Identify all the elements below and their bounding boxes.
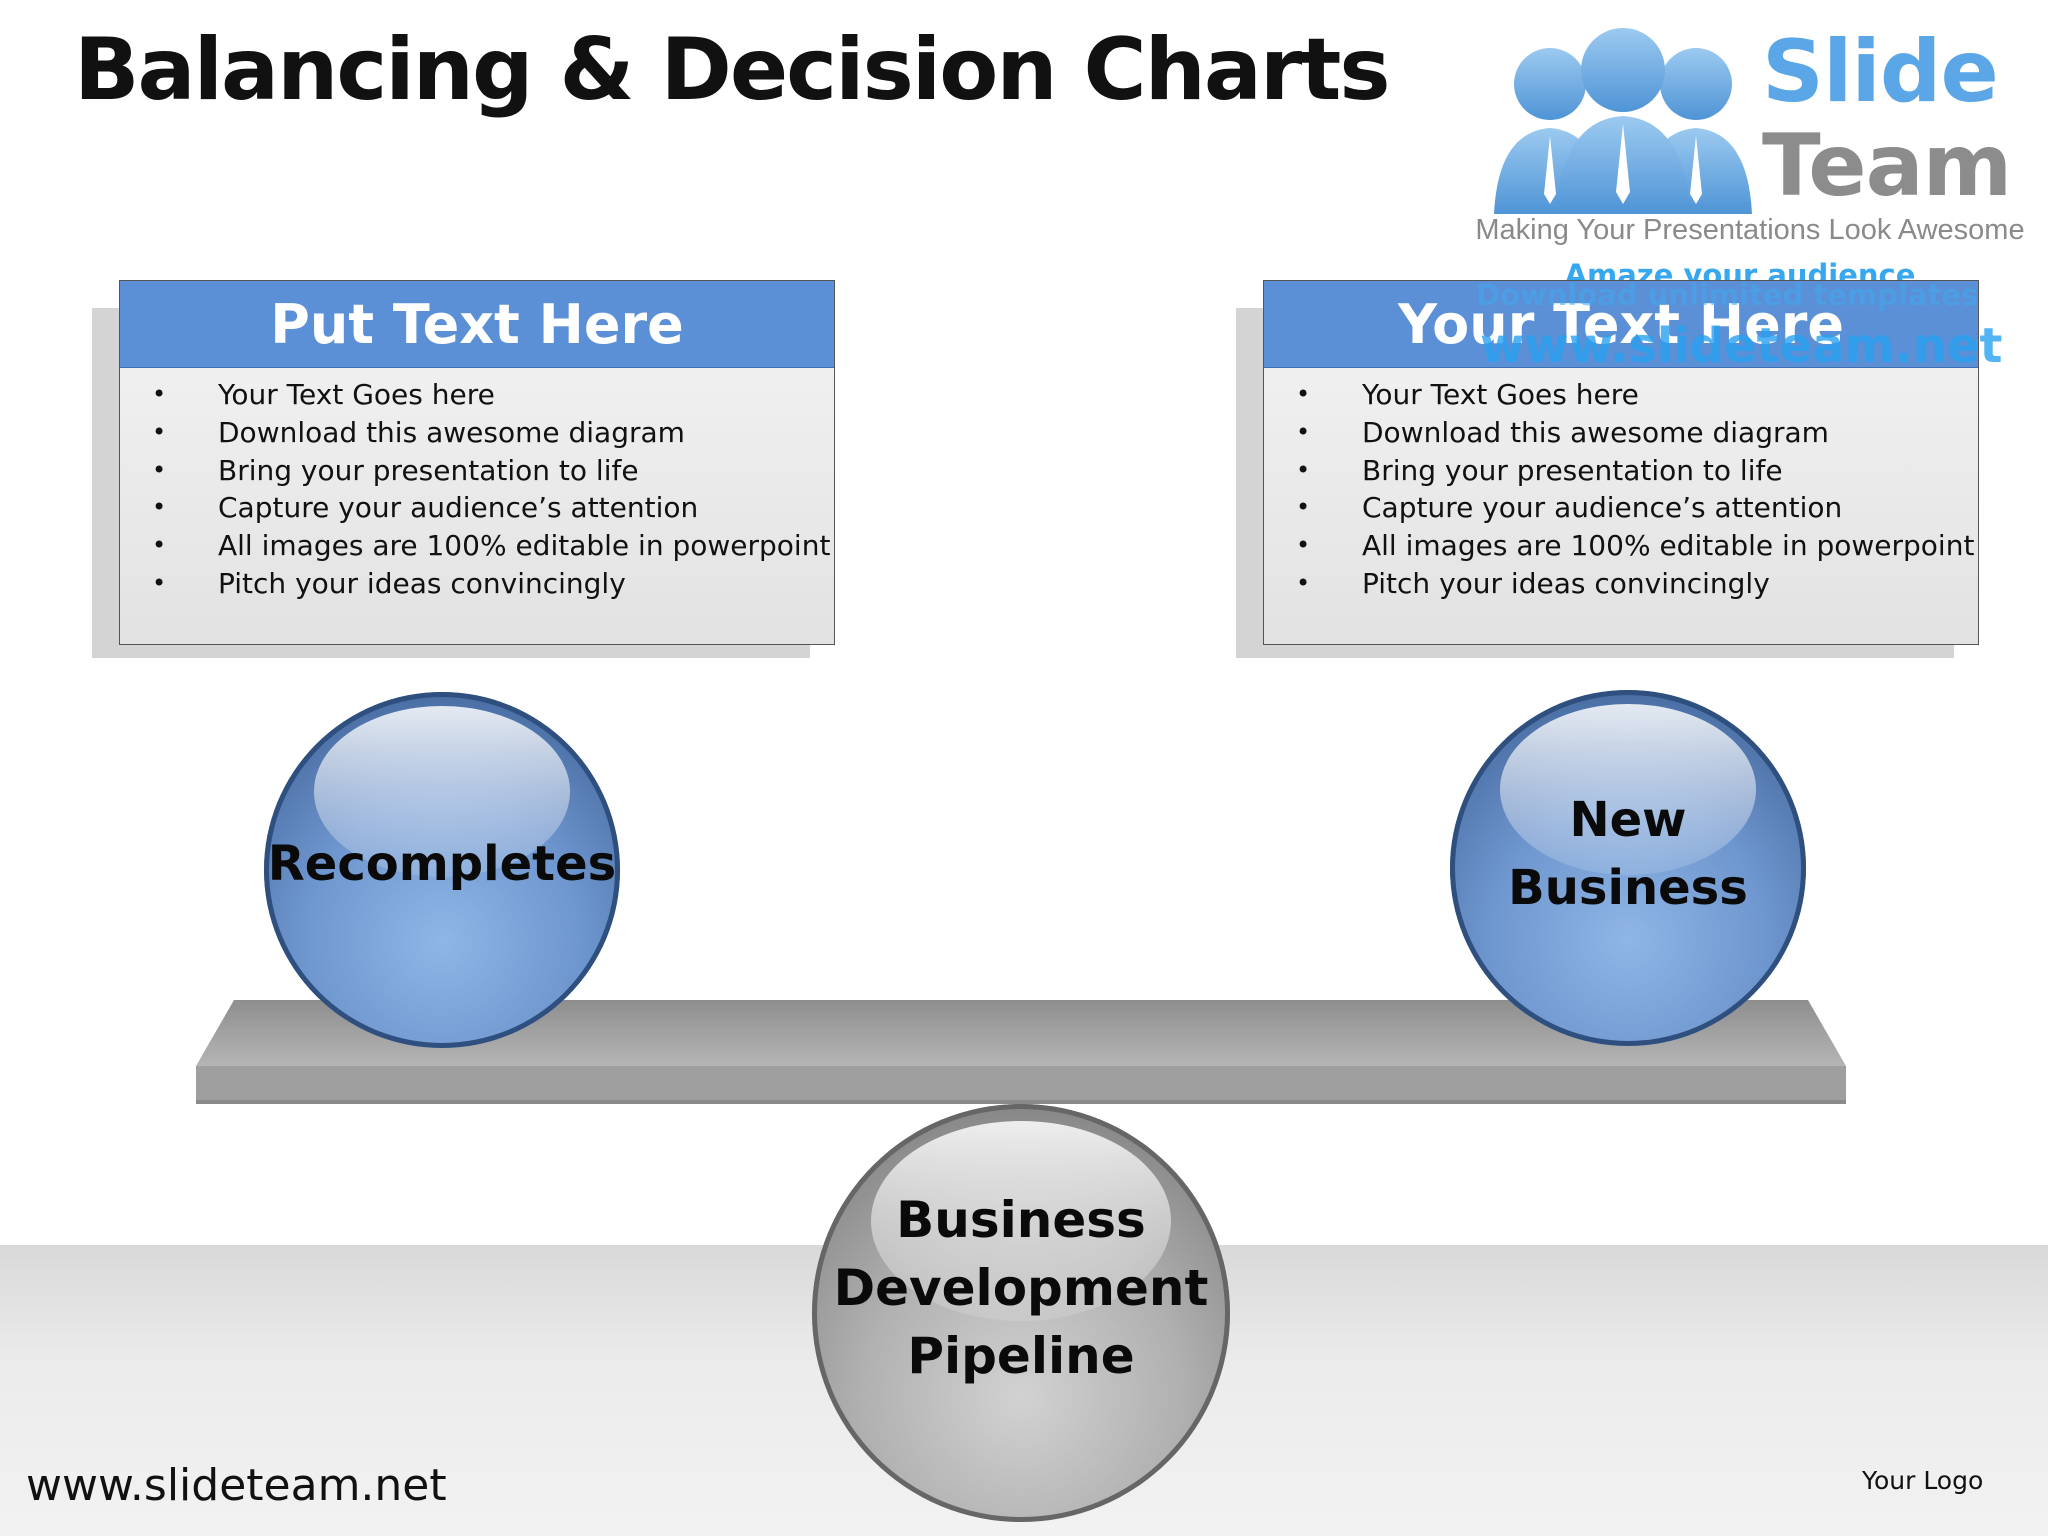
left-bullet-list: •Your Text Goes here •Download this awes… xyxy=(120,368,834,603)
sphere-gloss xyxy=(313,706,571,878)
logo-brand-team: Team xyxy=(1762,116,2012,216)
slideteam-logo: Slide Team Making Your Presentations Loo… xyxy=(1470,18,2030,358)
logo-brand-slide: Slide xyxy=(1762,22,1999,122)
list-item: •Bring your presentation to life xyxy=(1296,453,1783,487)
right-box-heading: Your Text Here xyxy=(1264,281,1978,368)
page-title: Balancing & Decision Charts xyxy=(74,20,1391,120)
list-item: •Pitch your ideas convincingly xyxy=(1296,566,1770,600)
footer-url: www.slideteam.net xyxy=(26,1460,447,1511)
left-box-heading: Put Text Here xyxy=(120,281,834,368)
list-item: •Bring your presentation to life xyxy=(152,453,639,487)
people-icon xyxy=(1494,28,1752,214)
list-item: •Capture your audience’s attention xyxy=(152,491,699,525)
right-sphere-label-line: New xyxy=(1569,792,1687,848)
list-item: •Your Text Goes here xyxy=(152,378,495,411)
list-item: •Capture your audience’s attention xyxy=(1296,491,1843,525)
list-item: •All images are 100% editable in powerpo… xyxy=(1296,529,1975,563)
sphere-gloss xyxy=(1499,704,1757,876)
left-sphere-label: Recompletes xyxy=(267,836,617,892)
right-sphere-label: New Business xyxy=(1450,786,1806,922)
watermark-url: www.slideteam.net xyxy=(1480,318,2003,374)
right-bullet-list: •Your Text Goes here •Download this awes… xyxy=(1264,368,1978,603)
right-text-box: Your Text Here •Your Text Goes here •Dow… xyxy=(1263,280,1979,645)
fulcrum-label-line: Development xyxy=(833,1259,1209,1317)
right-sphere-label-line: Business xyxy=(1508,860,1748,916)
list-item: •Download this awesome diagram xyxy=(152,415,685,449)
footer-logo-placeholder: Your Logo xyxy=(1862,1466,1984,1495)
balance-plank xyxy=(196,1000,1846,1104)
watermark-download: Download unlimited templates xyxy=(1476,278,1979,312)
logo-tagline: Making Your Presentations Look Awesome xyxy=(1475,214,2025,246)
left-sphere: Recompletes xyxy=(264,692,620,1048)
fulcrum-label-line: Pipeline xyxy=(907,1327,1135,1385)
fulcrum-label-line: Business xyxy=(896,1191,1146,1249)
fulcrum-sphere: Business Development Pipeline xyxy=(812,1104,1230,1522)
sphere-gloss xyxy=(870,1120,1172,1322)
list-item: •Pitch your ideas convincingly xyxy=(152,566,626,600)
fulcrum-label: Business Development Pipeline xyxy=(812,1186,1230,1390)
list-item: •All images are 100% editable in powerpo… xyxy=(152,529,831,563)
list-item: •Your Text Goes here xyxy=(1296,378,1639,411)
list-item: •Download this awesome diagram xyxy=(1296,415,1829,449)
right-sphere: New Business xyxy=(1450,690,1806,1046)
left-text-box: Put Text Here •Your Text Goes here •Down… xyxy=(119,280,835,645)
